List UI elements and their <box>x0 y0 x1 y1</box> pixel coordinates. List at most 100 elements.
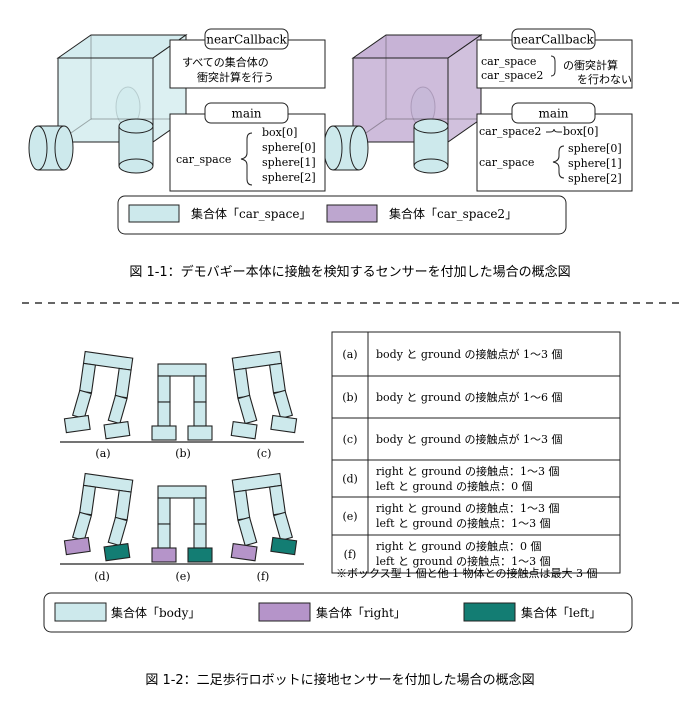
near-callback-panel-right: nearCallback car_space car_space2 の衝突計算 … <box>476 28 633 89</box>
robot-foot <box>230 542 258 562</box>
robot-standing <box>151 363 213 441</box>
item-text: sphere[0] <box>262 141 316 154</box>
robot-leg-upper <box>114 489 132 521</box>
robot-tilted <box>230 350 298 440</box>
caption-fig1: 図 1-1：デモバギー本体に接触を検知するセンサーを付加した場合の概念図 <box>129 264 570 280</box>
space2-item: box[0] <box>563 125 598 138</box>
table-value: left と ground の接触点：1～3 個 <box>376 516 551 530</box>
table-value: right と ground の接触点：1～3 個 <box>376 464 559 478</box>
robot-leg-lower <box>71 511 93 542</box>
legend-label-right: 集合体「right」 <box>316 605 406 620</box>
table-value: body と ground の接触点が 1～3 個 <box>376 347 563 361</box>
note-line2: を行わない <box>577 73 632 86</box>
robot-leg-lower <box>272 389 294 420</box>
robot-foot <box>270 536 298 556</box>
table-key: (b) <box>342 391 358 404</box>
robot-tilted <box>63 472 134 562</box>
robot-leg-lower <box>107 394 128 425</box>
robot-leg-lower <box>237 516 258 547</box>
robot-standing <box>151 485 213 563</box>
robot-label: (d) <box>94 570 110 583</box>
space2-label: car_space2 <box>479 125 541 138</box>
robot-foot <box>63 536 91 556</box>
robot-foot <box>187 425 213 441</box>
brace <box>240 132 253 186</box>
table-key: (d) <box>342 473 358 486</box>
caption-fig2: 図 1-2：二足歩行ロボットに接地センサーを付加した場合の概念図 <box>145 672 534 688</box>
robot-foot <box>63 414 91 434</box>
main-label: main <box>538 107 568 121</box>
main-panel-left: main car_space box[0] sphere[0] sphere[1] s… <box>169 102 326 192</box>
bracket <box>550 55 556 77</box>
robot-label: (e) <box>175 570 190 583</box>
legend-fig1: 集合体「car_space」 集合体「car_space2」 <box>117 195 567 235</box>
space-label: car_space <box>176 153 231 166</box>
robots <box>63 350 298 563</box>
buggy-car-space2 <box>323 34 483 174</box>
robot-tilted <box>230 472 298 562</box>
robot-body <box>82 472 134 493</box>
main-panel-right: main car_space2 box[0] car_space sphere[… <box>476 102 633 192</box>
robot-leg-upper <box>233 489 251 521</box>
legend-swatch-car-space <box>128 204 180 223</box>
item-text: sphere[0] <box>568 142 622 155</box>
robot-leg-lower <box>71 389 93 420</box>
legend-swatch-body <box>54 602 107 622</box>
item-text: sphere[1] <box>262 156 316 169</box>
robot-label: (f) <box>257 570 270 583</box>
table-key: (c) <box>343 433 358 446</box>
robot-foot <box>151 547 177 563</box>
item-text: sphere[2] <box>568 172 622 185</box>
space-name-2: car_space2 <box>481 69 543 82</box>
robot-leg-upper <box>157 375 171 403</box>
robot-foot <box>270 414 298 434</box>
robot-leg-upper <box>193 497 207 525</box>
near-callback-panel-left: nearCallback すべての集合体の 衝突計算を行う <box>169 28 326 89</box>
legend-swatch-car-space2 <box>326 204 378 223</box>
robot-leg-lower <box>272 511 294 542</box>
contact-table: (a) body と ground の接触点が 1～3 個 (b) body と gr… <box>331 331 621 574</box>
robot-leg-lower <box>193 523 207 549</box>
legend-fig2: 集合体「body」 集合体「right」 集合体「left」 <box>43 592 633 633</box>
table-key: (a) <box>342 348 357 361</box>
table-key: (e) <box>342 510 357 523</box>
table-value: left と ground の接触点：1～3 個 <box>376 554 551 568</box>
note-line1: の衝突計算 <box>563 58 618 72</box>
near-callback-label: nearCallback <box>206 33 287 47</box>
legend-swatch-left <box>463 602 516 622</box>
item-text: sphere[2] <box>262 171 316 184</box>
table-value: right と ground の接触点：1～3 個 <box>376 501 559 515</box>
robot-foot <box>103 420 131 440</box>
table-value: body と ground の接触点が 1～3 個 <box>376 432 563 446</box>
robot-tilted <box>63 350 134 440</box>
robot-body <box>157 485 207 499</box>
robot-label: (a) <box>95 447 110 460</box>
legend-label-left: 集合体「left」 <box>521 605 601 620</box>
robot-leg-lower <box>157 401 171 427</box>
table-key: (f) <box>344 548 357 561</box>
table-value: body と ground の接触点が 1～6 個 <box>376 390 563 404</box>
robot-leg-upper <box>79 362 97 394</box>
item-text: sphere[1] <box>568 157 622 170</box>
space-name-1: car_space <box>481 55 536 68</box>
robot-leg-upper <box>268 362 286 394</box>
robot-leg-upper <box>114 367 132 399</box>
near-callback-label: nearCallback <box>513 33 594 47</box>
robot-leg-upper <box>157 497 171 525</box>
legend-swatch-right <box>258 602 311 622</box>
near-text-line2: 衝突計算を行う <box>197 70 274 84</box>
robot-foot <box>103 542 131 562</box>
near-text-line1: すべての集合体の <box>182 55 269 69</box>
table-value: left と ground の接触点：0 個 <box>376 479 533 493</box>
legend-label-car-space: 集合体「car_space」 <box>191 206 311 221</box>
robot-leg-lower <box>193 401 207 427</box>
legend-label-car-space2: 集合体「car_space2」 <box>389 206 517 221</box>
table-note: ※ボックス型 1 個と他 1 物体との接触点は最大 3 個 <box>336 566 598 580</box>
robot-leg-lower <box>107 516 128 547</box>
item-text: box[0] <box>262 126 297 139</box>
legend-label-body: 集合体「body」 <box>111 605 200 620</box>
main-label: main <box>231 107 261 121</box>
space-label: car_space <box>479 156 534 169</box>
table-value: right と ground の接触点：0 個 <box>376 539 541 553</box>
